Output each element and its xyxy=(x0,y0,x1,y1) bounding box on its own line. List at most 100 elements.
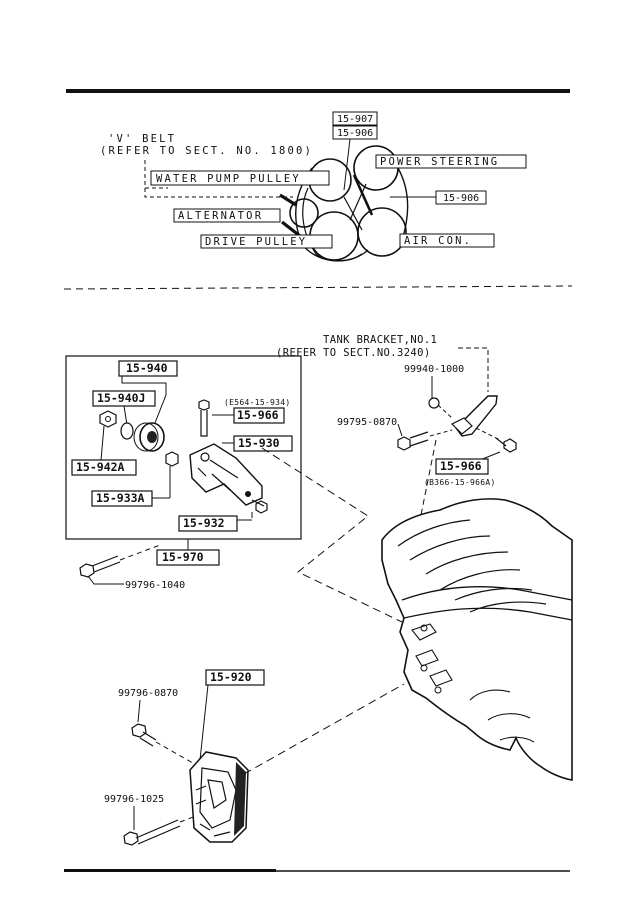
part-15-933A-label: 15-933A xyxy=(96,491,145,505)
bolt-15-966-tank xyxy=(495,437,517,453)
air-con-label: AIR CON. xyxy=(404,235,472,247)
bracket-15-930 xyxy=(189,443,263,506)
top-rule xyxy=(66,89,570,93)
leader-99796-1040 xyxy=(87,575,124,585)
assembly-dash-1 xyxy=(261,447,403,623)
washer-part xyxy=(120,422,134,440)
part-15-920-box xyxy=(205,669,265,686)
dash-920-to-engine xyxy=(243,683,405,775)
tank-bracket-title: TANK BRACKET,NO.1 xyxy=(323,334,437,346)
nut-part xyxy=(99,410,117,428)
dash-15-966-tank xyxy=(475,427,501,441)
idler-pulley-hub xyxy=(147,431,157,443)
alternator-label: ALTERNATOR xyxy=(178,210,263,222)
part-15-970-label: 15-970 xyxy=(162,550,204,564)
v-belt-label: 'V' BELT xyxy=(108,133,176,145)
bolt-99796-1040 xyxy=(79,555,121,578)
air-con-pulley xyxy=(357,207,407,257)
part-15-940-label: 15-940 xyxy=(126,361,168,375)
bolt-99796-1025-label: 99796-1025 xyxy=(104,794,164,805)
dash-99795 xyxy=(429,429,453,437)
engine-side-detail xyxy=(411,623,535,743)
power-steering-box xyxy=(375,154,527,169)
part-15-906-side-label: 15-906 xyxy=(443,193,479,204)
part-99795-0870-label: 99795-0870 xyxy=(337,417,397,428)
spacer-part xyxy=(165,451,179,467)
part-15-942A-label: 15-942A xyxy=(76,460,125,474)
part-15-966-ref-label: (E564-15-934) xyxy=(224,398,291,407)
leader-15-940J xyxy=(123,405,128,426)
leader-99795-0870 xyxy=(397,423,403,437)
dash-tank-to-engine xyxy=(419,439,437,521)
engine-head-edge xyxy=(401,586,573,621)
drive-pulley-label: DRIVE PULLEY xyxy=(205,236,307,248)
air-con-box xyxy=(399,233,495,248)
tank-bracket-tab xyxy=(450,417,473,435)
section-divider xyxy=(63,285,573,290)
part-15-966-tank-box xyxy=(435,458,489,475)
leader-99796-0870 xyxy=(137,699,141,723)
part-15-966-label: 15-966 xyxy=(237,408,279,422)
bracket-hole-1 xyxy=(200,452,210,462)
v-belt-leader xyxy=(144,160,293,198)
leader-15-920 xyxy=(199,684,209,761)
nut-hole xyxy=(105,416,111,422)
part-15-932-label: 15-932 xyxy=(183,516,225,530)
dash-99940 xyxy=(437,404,453,419)
part-15-930-label: 15-930 xyxy=(238,436,280,450)
part-15-966-tank-label: 15-966 xyxy=(440,459,482,473)
part-15-933A-box xyxy=(91,490,153,507)
part-15-906-top-label: 15-906 xyxy=(337,128,373,139)
dash-1025 xyxy=(179,815,197,823)
part-15-932-box xyxy=(178,515,238,532)
leader-15-906-top xyxy=(343,138,351,191)
bolt-99796-0870-label: 99796-0870 xyxy=(118,688,178,699)
tank-bracket-leader xyxy=(458,347,489,392)
engine-outline xyxy=(381,498,573,781)
assembly-dash-2 xyxy=(119,544,161,561)
belt-diagonal-3 xyxy=(349,183,367,221)
part-99940-1000-label: 99940-1000 xyxy=(404,364,464,375)
part-15-906-top-box xyxy=(332,125,378,140)
power-steering-label: POWER STEERING xyxy=(380,156,499,168)
bracket-15-920-ribs xyxy=(195,785,231,837)
part-15-940J-label: 15-940J xyxy=(97,391,145,405)
lower-group: 15-920 99796-0870 99796-1025 xyxy=(104,669,405,846)
engine-boss-3 xyxy=(420,624,428,632)
belt-section: 'V' BELT (REFER TO SECT. NO. 1800) 15-90… xyxy=(100,111,527,262)
tank-bracket-ref: (REFER TO SECT.NO.3240) xyxy=(276,347,431,359)
leader-15-942A xyxy=(100,425,105,461)
water-pump-pulley-box xyxy=(150,170,330,186)
part-15-970-box xyxy=(156,549,220,566)
tank-bracket-group: TANK BRACKET,NO.1 (REFER TO SECT.NO.3240… xyxy=(276,334,517,521)
bracket-15-920-inner xyxy=(199,767,237,829)
engine-boss-1 xyxy=(420,664,428,672)
part-15-906-side-box xyxy=(435,190,487,205)
bolt-15-966 xyxy=(198,399,210,437)
bolt-99796-0870 xyxy=(131,723,157,747)
water-pump-pulley-label: WATER PUMP PULLEY xyxy=(156,173,301,185)
part-15-907-label: 15-907 xyxy=(337,114,373,125)
engine-block xyxy=(381,498,573,781)
part-15-966-tank-ref: (B366-15-966A) xyxy=(424,478,496,487)
idler-pulley-rim xyxy=(133,422,159,452)
leader-15-940 xyxy=(121,376,167,429)
bracket-15-920 xyxy=(189,751,249,843)
alternator-box xyxy=(173,208,281,223)
bolt-99796-1025 xyxy=(123,819,181,846)
bracket-group: 15-940 15-940J 15-942A 15-933A (E564-15-… xyxy=(65,355,403,623)
drive-pulley-box xyxy=(200,234,333,249)
bracket-hole-2 xyxy=(245,491,251,497)
bolt-99796-1040-label: 99796-1040 xyxy=(125,580,185,591)
bolt-99795-0870 xyxy=(397,431,429,451)
nut-99940-1000 xyxy=(428,397,440,409)
bolt-15-932 xyxy=(251,499,268,514)
part-15-942A-box xyxy=(71,459,137,476)
v-belt-ref-label: (REFER TO SECT. NO. 1800) xyxy=(100,145,313,157)
part-15-920-label: 15-920 xyxy=(210,670,252,684)
engine-boss-2 xyxy=(434,686,442,694)
belt-diagonal-1 xyxy=(352,174,374,216)
belt-outline-2 xyxy=(302,187,369,262)
part-15-907-box xyxy=(332,111,378,126)
